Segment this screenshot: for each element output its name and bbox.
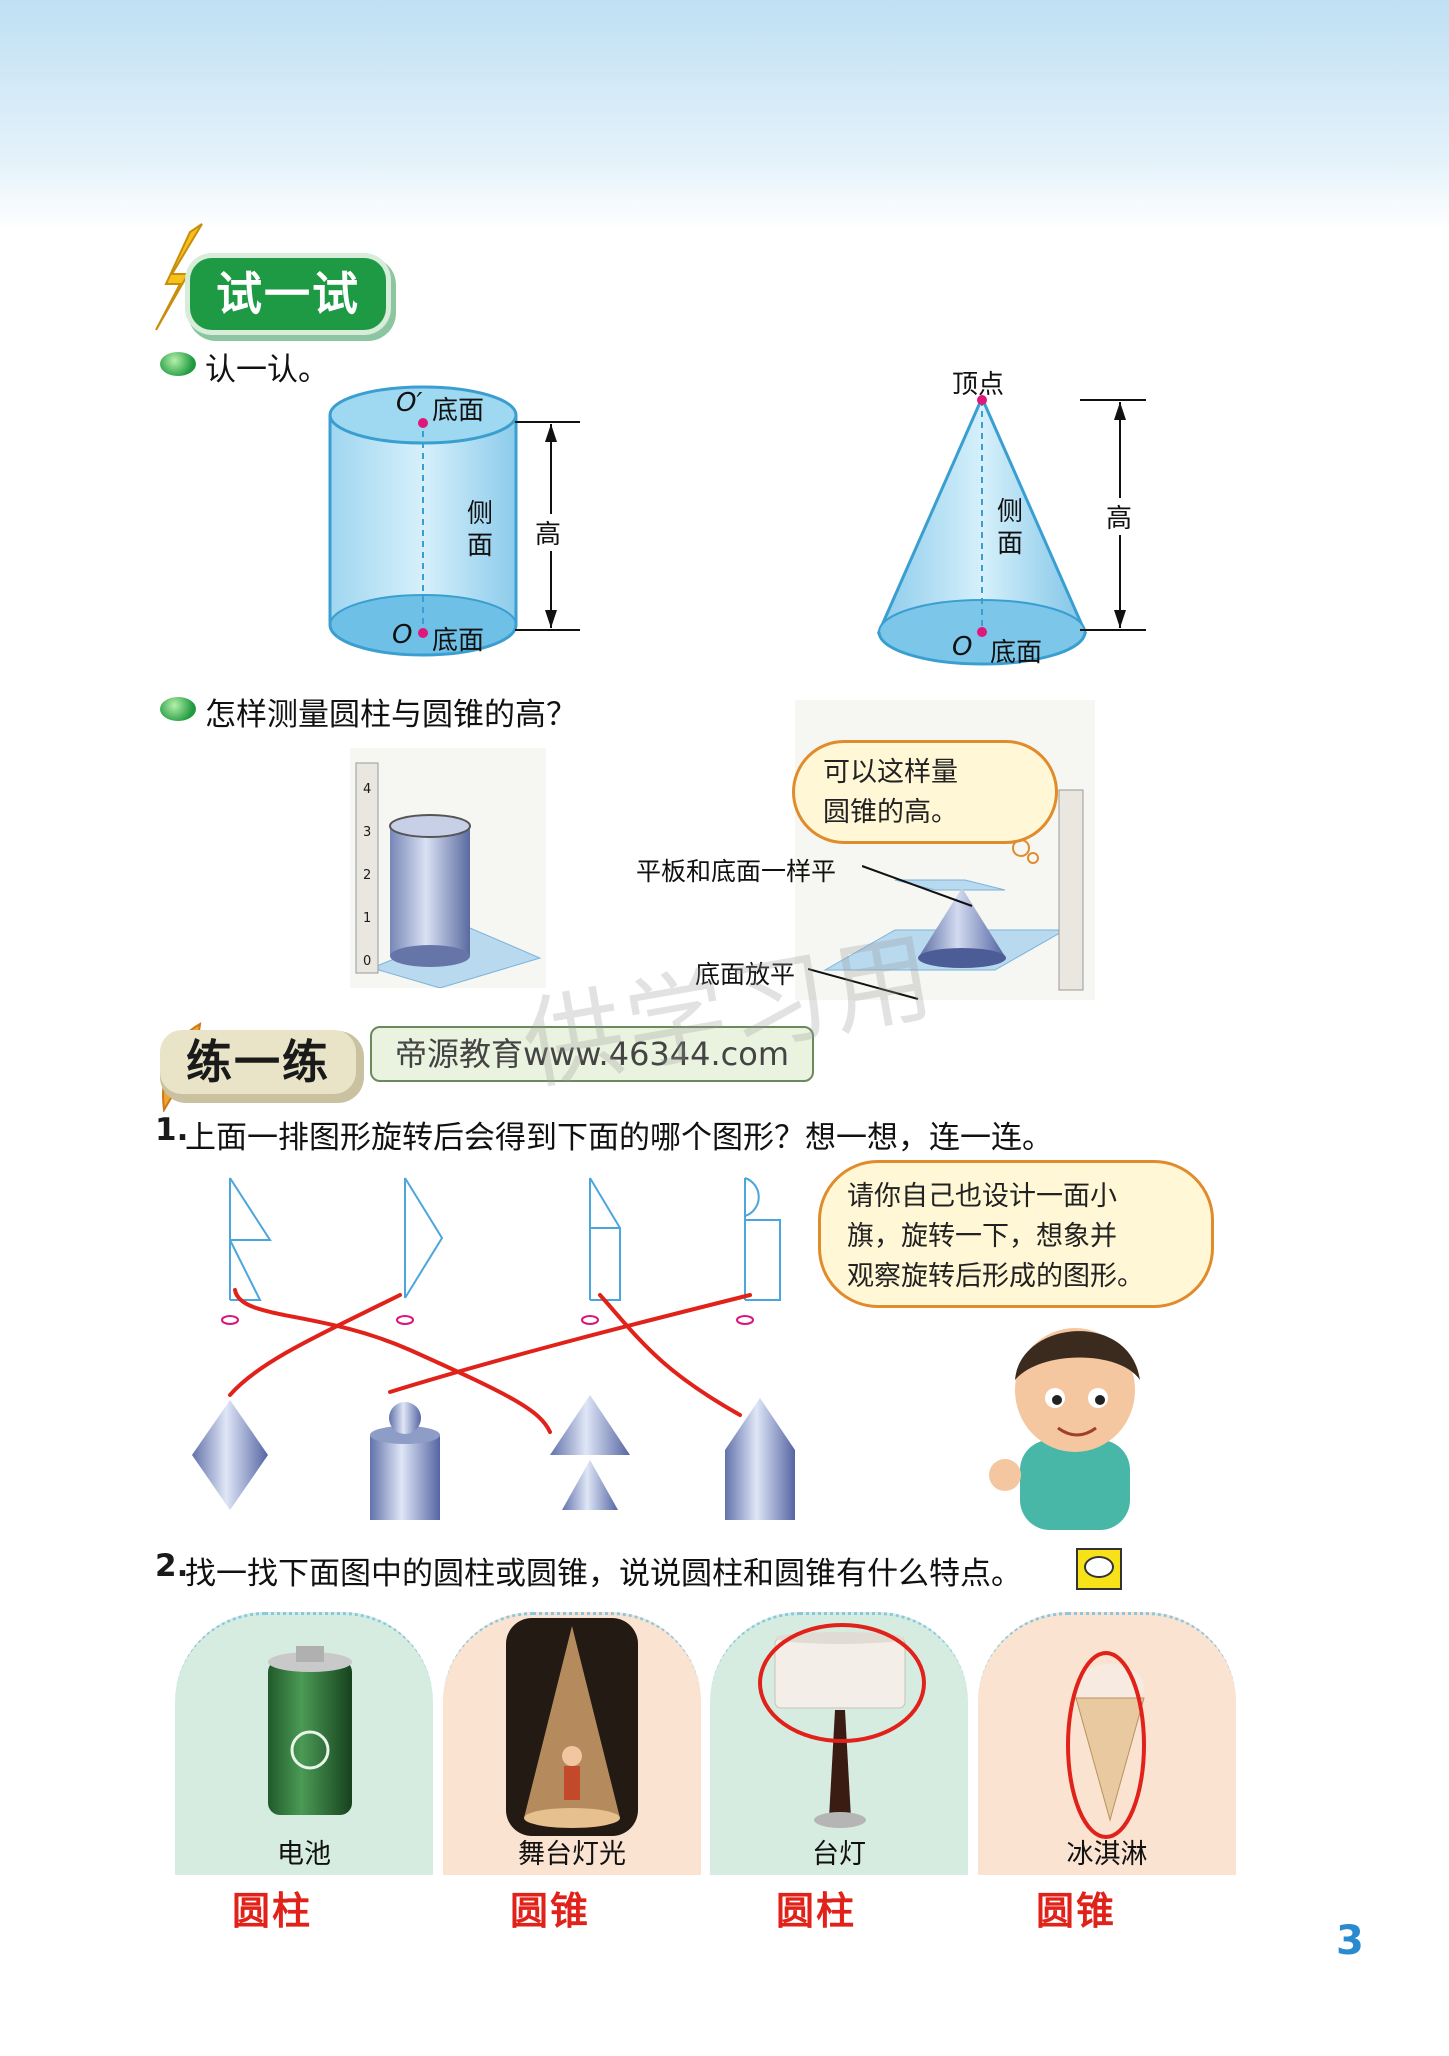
lightning-icon [155,223,203,331]
base-flat-label: 底面放平 [695,960,796,989]
bullet-icon [160,697,196,721]
cone-height-label: 高 [1106,498,1133,535]
q2-number: 2. [155,1548,189,1584]
bubble-line: 圆锥的高。 [823,797,958,828]
ruler-tick: 4 [363,782,372,797]
speech-icon [1084,1556,1114,1578]
speech-bubble: 可以这样量 圆锥的高。 [792,740,1058,844]
stage-light-caption: 舞台灯光 [518,1839,626,1870]
ice-cream-image [1075,1664,1145,1822]
rotation-matching-diagram [192,1177,795,1520]
ice-cream-answer: 圆锥 [1036,1888,1117,1933]
cone-diagram [876,394,1088,666]
bubble-line: 请你自己也设计一面小 [847,1181,1117,1212]
measure-heading: 怎样测量圆柱与圆锥的高？ [205,697,577,733]
leader-line [808,968,919,1000]
stage-light-image [506,1618,638,1836]
top-band [0,0,1449,230]
ruler-tick: 3 [363,825,372,840]
bullet-icon [160,352,196,376]
cylinder-side: 侧面 [466,499,493,561]
practice-banner: 练一练 [160,1030,356,1094]
answer-circles [758,1623,1146,1839]
battery-caption: 电池 [277,1839,331,1870]
q2-text: 找一找下面图中的圆柱或圆锥，说说圆柱和圆锥有什么特点。 [185,1556,1022,1592]
ice-cream-caption: 冰淇淋 [1066,1839,1148,1870]
cylinder-height-label: 高 [535,514,562,551]
battery-answer: 圆柱 [232,1888,313,1933]
q1-number: 1. [155,1112,189,1148]
design-flag-bubble: 请你自己也设计一面小 旗，旋转一下，想象并 观察旋转后形成的图形。 [818,1160,1214,1308]
lamp-caption: 台灯 [812,1839,866,1870]
cylinder-top-base: 底面 [432,396,485,426]
cone-base: 底面 [990,638,1043,668]
lamp-image [774,1632,906,1828]
leader-line [862,865,973,907]
discuss-icon [1076,1548,1122,1590]
cylinder-top-point: O′ [396,388,423,418]
ruler-tick: 0 [363,954,372,969]
cylinder-diagram [328,385,518,657]
page-number: 3 [1336,1918,1364,1964]
ruler-tick: 2 [363,868,372,883]
stage-light-answer: 圆锥 [510,1888,591,1933]
cone-apex: 顶点 [952,370,1005,400]
recognize-heading: 认一认。 [205,352,329,388]
cylinder-bottom-base: 底面 [432,626,485,656]
cone-point: O [952,632,973,662]
bubble-line: 观察旋转后形成的图形。 [847,1261,1144,1292]
boy-illustration [989,1328,1140,1530]
measure-cylinder-illustration [350,748,546,988]
cone-side: 侧面 [996,497,1023,559]
ruler-tick: 1 [363,911,372,926]
site-watermark: 帝源教育www.46344.com [370,1026,814,1082]
q1-text: 上面一排图形旋转后会得到下面的哪个图形？想一想，连一连。 [185,1120,1053,1156]
bubble-line: 旗，旋转一下，想象并 [847,1221,1117,1252]
battery-image [268,1646,352,1815]
lamp-answer: 圆柱 [776,1888,857,1933]
bubble-line: 可以这样量 [823,757,958,788]
try-it-banner: 试一试 [190,258,386,330]
board-level-label: 平板和底面一样平 [636,857,837,886]
cylinder-bottom-point: O [392,620,413,650]
